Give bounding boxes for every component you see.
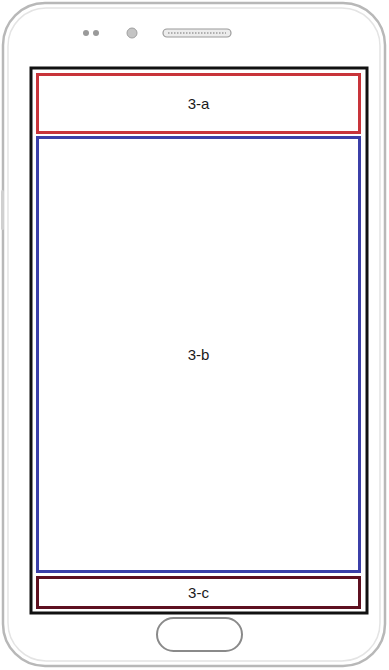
sensor-dot: [83, 30, 89, 36]
phone-body: [3, 3, 385, 666]
region-label: 3-c: [188, 584, 209, 602]
footer-region: 3-c: [36, 576, 361, 609]
speaker-slot: [163, 29, 231, 37]
speaker-grille: [168, 32, 226, 34]
camera-lens: [127, 28, 137, 38]
header-region: 3-a: [36, 73, 361, 134]
phone-bezel: [8, 8, 380, 661]
sensor-dot: [93, 30, 99, 36]
content-region: 3-b: [36, 136, 361, 573]
region-label: 3-b: [188, 346, 210, 364]
region-label: 3-a: [188, 95, 210, 113]
home-button: [157, 618, 242, 651]
screen-frame: [31, 68, 367, 613]
side-button: [1, 190, 4, 230]
